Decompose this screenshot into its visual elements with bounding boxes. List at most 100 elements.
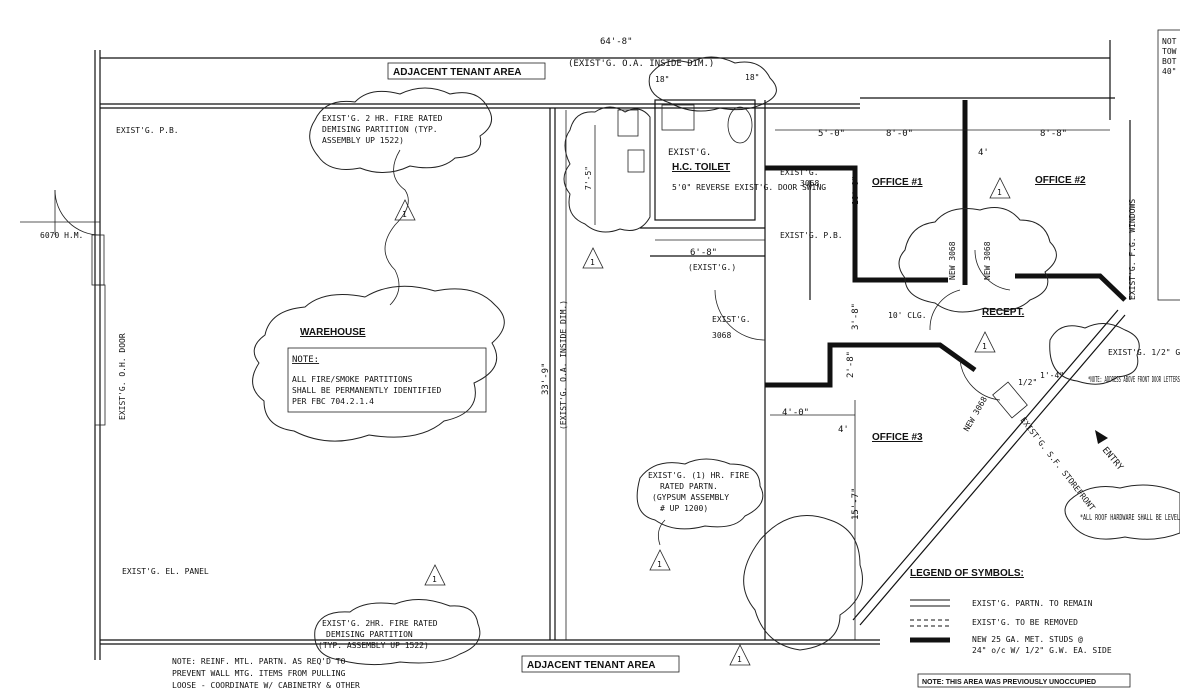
revision-triangle-1: 1 xyxy=(394,199,416,221)
tr-note-2: TOW xyxy=(1162,47,1177,56)
dim-vert-33-9: 33'-9" xyxy=(541,362,551,395)
revision-triangle-7: 1 xyxy=(989,177,1011,199)
ceiling-height: 10' CLG. xyxy=(888,311,927,320)
room-label-office2: OFFICE #2 xyxy=(1035,175,1086,186)
dim-18b: 18" xyxy=(745,73,759,82)
revision-triangle-2: 1 xyxy=(582,247,604,269)
titleblock-fragment xyxy=(1157,29,1180,301)
dim-vert-15-7: 15'-7" xyxy=(851,487,861,520)
overhead-door-frame xyxy=(94,284,106,426)
note-body-2: SHALL BE PERMANENTLY IDENTIFIED xyxy=(292,386,441,395)
bottom-note-1: NOTE: REINF. MTL. PARTN. AS REQ'D TO xyxy=(172,657,346,666)
new-wall-office3 xyxy=(765,342,977,388)
cloud-entry xyxy=(1049,323,1140,385)
dim-6-8: 6'-8" xyxy=(690,248,717,258)
cloud-top-line1: EXIST'G. 2 HR. FIRE RATED xyxy=(322,114,443,123)
dim-8-0: 8'-0" xyxy=(886,129,913,139)
new-door-a: NEW 3068 xyxy=(948,241,957,280)
dim-1-2: 1/2" xyxy=(1018,378,1037,387)
exist-6070: 6070 H.M. xyxy=(40,231,83,240)
dim-18a: 18" xyxy=(655,75,669,84)
dim-7-5: 7'-5" xyxy=(584,166,593,190)
cloud-bottom xyxy=(314,599,481,666)
triangle-num-3: 1 xyxy=(432,575,437,584)
exist-door-1: EXIST'G. xyxy=(712,315,751,324)
leader-cloud-top xyxy=(384,149,409,306)
exist-pb-corridor: EXIST'G. P.B. xyxy=(780,231,843,240)
door-swing-4 xyxy=(959,359,1001,401)
reverse-swing-note: 5'0" REVERSE EXIST'G. DOOR SWING xyxy=(672,183,826,192)
storefront-door xyxy=(992,381,1028,419)
revision-triangle-6: 1 xyxy=(974,331,996,353)
cloud-warehouse-note xyxy=(252,285,505,442)
water-closet xyxy=(727,106,753,144)
dim-4-office2: 4' xyxy=(978,148,989,158)
triangle-num-7: 1 xyxy=(997,188,1002,197)
exist-door-2: EXIST'G. xyxy=(780,168,819,177)
unoccupied-box xyxy=(917,673,1131,688)
cloud-bot-line1: EXIST'G. 2HR. FIRE RATED xyxy=(322,619,438,628)
dim-3-8: 3'-8" xyxy=(851,303,861,330)
exist-pb-west: EXIST'G. P.B. xyxy=(116,126,179,135)
cloud-toilet xyxy=(563,106,651,233)
dim-inside-note: (EXIST'G. O.A. INSIDE DIM.) xyxy=(568,59,714,69)
cloud-mid-line4: # UP 1200) xyxy=(660,504,708,513)
window-note: EXIST'G. F.G. WINDOWS xyxy=(1128,199,1137,300)
cloud-mid-line1: EXIST'G. (1) HR. FIRE xyxy=(648,471,749,480)
cloud-top-fixtures xyxy=(648,56,777,112)
note-body-3: PER FBC 704.2.1.4 xyxy=(292,397,374,406)
west-door-swing xyxy=(54,189,101,236)
roof-note: *ALL ROOF HARDWARE SHALL BE LEVEL xyxy=(1080,513,1180,522)
note-head: NOTE: xyxy=(292,355,319,365)
room-label-warehouse: WAREHOUSE xyxy=(300,327,366,338)
new-door-b: NEW 3068 xyxy=(983,241,992,280)
address-note: *NOTE: ADDRESS ABOVE FRONT DOOR LETTERS xyxy=(1088,375,1180,384)
sink xyxy=(617,109,639,137)
dim-6-8-note: (EXIST'G.) xyxy=(688,263,736,272)
triangle-num-2: 1 xyxy=(590,258,595,267)
bottom-note-2: PREVENT WALL MTG. ITEMS FROM PULLING xyxy=(172,669,346,678)
revision-triangle-5: 1 xyxy=(729,644,751,666)
cloud-bot-line2: DEMISING PARTITION xyxy=(326,630,413,639)
legend-item-3a: NEW 25 GA. MET. STUDS @ xyxy=(972,635,1083,644)
dim-4-office3: 4' xyxy=(838,425,849,435)
legend-item-1: EXIST'G. PARTN. TO REMAIN xyxy=(972,599,1093,608)
cloud-top-line3: ASSEMBLY UP 1522) xyxy=(322,136,404,145)
triangle-num-5: 1 xyxy=(737,655,742,664)
toilet-label-1: EXIST'G. xyxy=(668,148,711,158)
adjacent-tenant-bottom: ADJACENT TENANT AREA xyxy=(527,660,656,671)
cloud-mid xyxy=(636,458,764,530)
dim-10-0: 10'-0" xyxy=(851,176,860,205)
dim-5-0: 5'-0" xyxy=(818,129,845,139)
cloud-top xyxy=(309,87,493,173)
exist-storefront: EXIST'G. S.F. STOREFRONT xyxy=(1018,416,1096,513)
dim-vert-note: (EXIST'G. O.A. INSIDE DIM.) xyxy=(559,300,568,430)
dim-4-0: 4'-0" xyxy=(782,408,809,418)
door-swing-3 xyxy=(974,249,1011,291)
west-door-frame xyxy=(91,234,105,286)
tr-note-3: BOT xyxy=(1162,57,1177,66)
room-label-hc-toilet: H.C. TOILET xyxy=(672,162,730,173)
lavatory xyxy=(627,149,645,173)
new-door-c: NEW 3068 xyxy=(962,395,989,433)
revision-triangle-3: 1 xyxy=(424,564,446,586)
exist-gyp-note: EXIST'G. 1/2" GYP xyxy=(1108,348,1180,357)
storefront-diagonal-b xyxy=(852,309,1119,621)
adjacent-tenant-top: ADJACENT TENANT AREA xyxy=(393,67,522,78)
legend-item-2: EXIST'G. TO BE REMOVED xyxy=(972,618,1078,627)
cloud-mid-line2: RATED PARTN. xyxy=(660,482,718,491)
unoccupied-note: NOTE: THIS AREA WAS PREVIOUSLY UNOCCUPIE… xyxy=(922,679,1096,686)
cloud-roof-note xyxy=(1064,484,1180,540)
door-swing-1 xyxy=(714,289,766,341)
warehouse-note-box xyxy=(287,347,487,413)
exist-door-2b: 3068 xyxy=(800,179,819,188)
tr-note-4: 40" xyxy=(1162,67,1176,76)
room-label-recept: RECEPT. xyxy=(982,307,1024,318)
legend-item-3b: 24" o/c W/ 1/2" G.W. EA. SIDE xyxy=(972,646,1112,655)
exist-oh-door: EXIST'G. O.H. DOOR xyxy=(118,333,127,420)
bottom-note-3: LOOSE - COORDINATE W/ CABINETRY & OTHER xyxy=(172,681,360,690)
new-wall-office2 xyxy=(1015,273,1127,302)
room-label-office3: OFFICE #3 xyxy=(872,432,923,443)
dim-1-4: 1'-4" xyxy=(1040,371,1064,380)
tr-note-1: NOT xyxy=(1162,37,1177,46)
